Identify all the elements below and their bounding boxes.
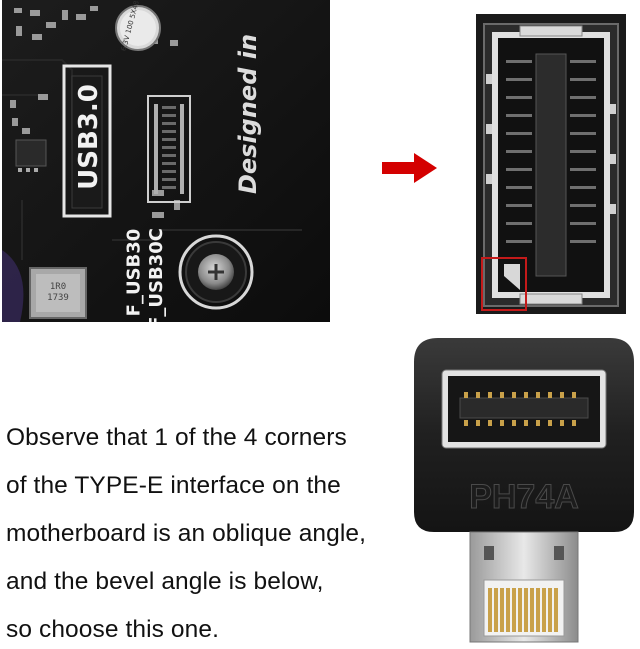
- adapter-model-text: PH74A: [469, 478, 579, 516]
- usb30-silkscreen: USB3.0: [73, 84, 104, 190]
- connector-closeup-photo: [476, 14, 626, 314]
- bevel-corner-highlight: [481, 257, 527, 311]
- ph74a-adapter-illustration: PH74A: [414, 338, 634, 643]
- designed-in-silkscreen: Designed in: [234, 33, 263, 195]
- type-e-port-illustration: [476, 14, 626, 314]
- adapter-photo: PH74A: [410, 336, 638, 646]
- motherboard-photo: 6.3V 100 5X48 USB3.0 F_: [2, 0, 330, 322]
- motherboard-illustration: 6.3V 100 5X48: [2, 0, 330, 322]
- inductor-label: 1R0 1739: [47, 282, 69, 303]
- f-usb30-silkscreen: F_USB30: [123, 228, 145, 317]
- caption-line-3: motherboard is an oblique angle,: [6, 520, 367, 547]
- f-usb30c-silkscreen: F_USB30C: [145, 228, 167, 322]
- caption-line-4: and the bevel angle is below,: [6, 568, 324, 595]
- red-arrow-icon: [382, 153, 437, 183]
- caption-line-1: Observe that 1 of the 4 corners: [6, 424, 347, 451]
- caption-line-2: of the TYPE-E interface on the: [6, 472, 341, 499]
- caption-line-5: so choose this one.: [6, 616, 220, 643]
